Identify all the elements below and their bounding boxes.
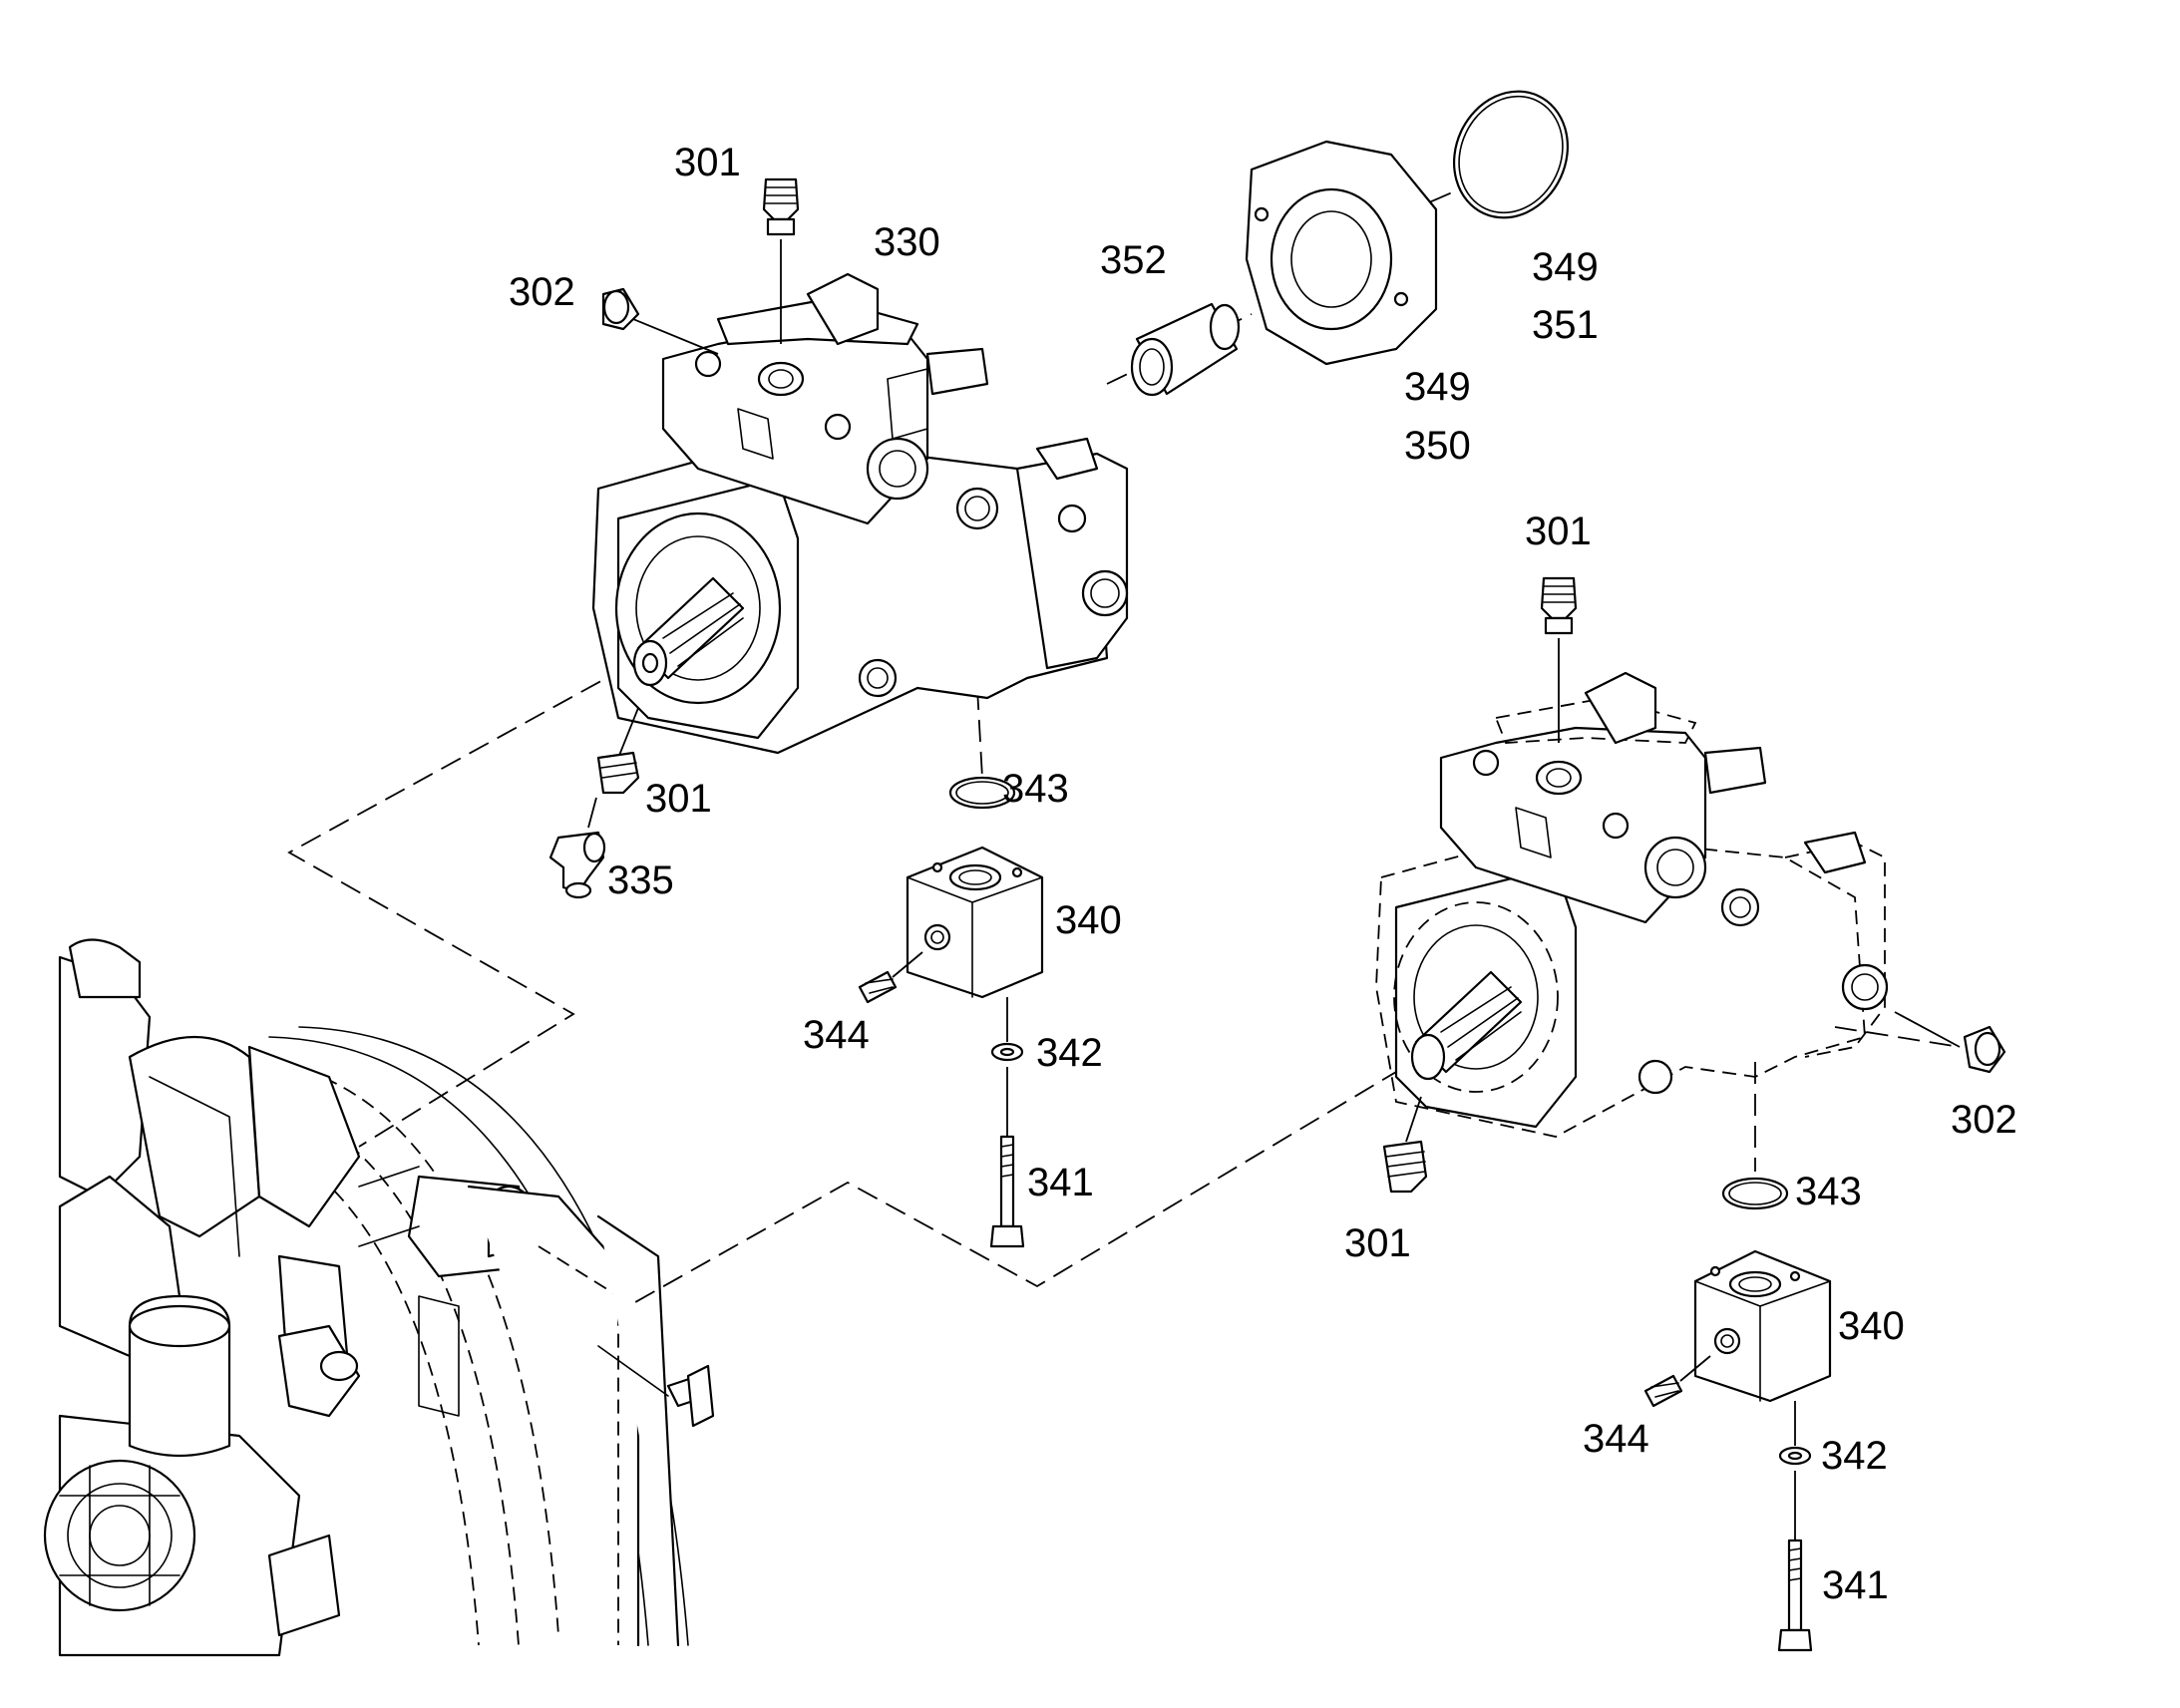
o-ring-343-lower — [1721, 1177, 1789, 1210]
o-ring-343-upper — [948, 776, 1016, 810]
callout-349-lower: 349 — [1404, 365, 1471, 409]
callout-340-upper: 340 — [1055, 898, 1122, 942]
washer-342-lower — [1778, 1401, 1812, 1466]
callout-335: 335 — [607, 858, 674, 902]
callout-301-top: 301 — [674, 141, 741, 184]
fitting-301-lower-bottom — [1382, 1096, 1428, 1194]
hydraulic-pump-upper — [591, 272, 1129, 755]
callout-301-lower-pump-bottom: 301 — [1344, 1221, 1411, 1265]
plug-302-top — [601, 287, 719, 355]
plug-302-lower — [1894, 1011, 2006, 1074]
plug-344-upper — [858, 951, 923, 1004]
callout-343-upper: 343 — [1002, 767, 1069, 811]
callout-341-lower: 341 — [1822, 1563, 1889, 1607]
bolt-341-lower — [1777, 1471, 1813, 1652]
assembly-guide-lines — [287, 183, 1961, 1307]
washer-342-upper — [990, 997, 1024, 1062]
flange-plate-349-350 — [1245, 140, 1438, 366]
engine-housing — [43, 938, 715, 1657]
callout-340-lower: 340 — [1838, 1304, 1905, 1348]
fitting-301-top — [762, 177, 800, 344]
callout-330: 330 — [874, 220, 940, 264]
callout-343-lower: 343 — [1795, 1170, 1862, 1213]
callout-301-lower-pump-top: 301 — [1525, 510, 1592, 553]
callout-349-upper: 349 — [1532, 245, 1599, 289]
callout-350: 350 — [1404, 424, 1471, 468]
coupling-352 — [1130, 302, 1241, 397]
callout-302-top: 302 — [509, 270, 575, 314]
elbow-335 — [548, 831, 606, 899]
callout-352: 352 — [1100, 238, 1167, 282]
o-ring-349-351 — [1452, 90, 1570, 219]
callout-344-upper: 344 — [803, 1013, 870, 1057]
callout-351: 351 — [1532, 303, 1599, 347]
block-340-lower — [1693, 1249, 1832, 1403]
block-340-upper — [906, 846, 1044, 999]
hydraulic-pump-lower — [1375, 671, 1889, 1138]
bolt-341-upper — [989, 1067, 1025, 1248]
callout-labels: 301 330 302 352 349 351 349 350 301 301 … — [509, 141, 2017, 1607]
callout-302-lower: 302 — [1951, 1098, 2017, 1142]
callout-341-upper: 341 — [1027, 1161, 1094, 1204]
callout-342-lower: 342 — [1821, 1434, 1888, 1478]
callout-301-left: 301 — [645, 777, 712, 821]
callout-344-lower: 344 — [1583, 1417, 1649, 1461]
fitting-301-lower-top — [1540, 576, 1578, 743]
fitting-301-left — [587, 707, 640, 829]
plug-344-lower — [1643, 1355, 1711, 1408]
callout-342-upper: 342 — [1036, 1031, 1103, 1075]
